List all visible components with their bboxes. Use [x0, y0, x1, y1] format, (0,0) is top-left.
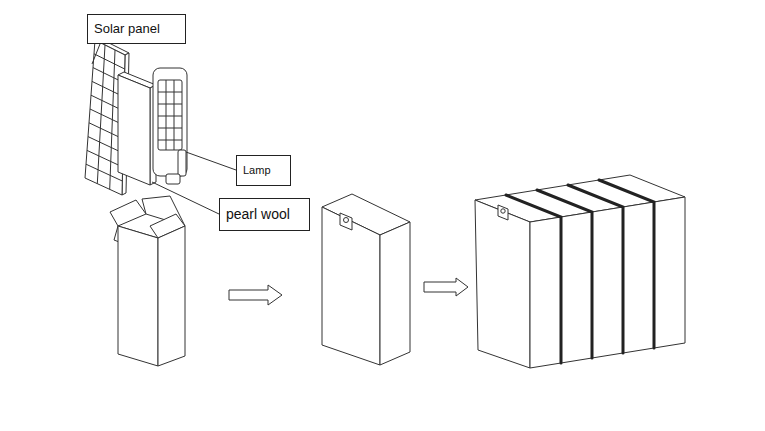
box-stack — [475, 200, 530, 368]
closed-box — [380, 222, 410, 365]
box-label — [340, 213, 352, 230]
open-box — [118, 226, 158, 366]
closed-box — [322, 207, 380, 365]
callout-box: Solar panel — [87, 14, 186, 44]
box-divider — [537, 190, 592, 358]
leader-line — [92, 44, 100, 64]
box-flap — [110, 200, 146, 226]
open-box — [158, 226, 185, 366]
lamp-body — [153, 68, 187, 176]
box-label — [344, 218, 349, 223]
box-label — [498, 205, 508, 220]
lamp-bracket — [166, 174, 180, 184]
box-stack — [530, 197, 685, 368]
lamp-bracket — [178, 150, 186, 176]
leader-line — [186, 152, 236, 170]
callout-label: Lamp — [243, 164, 284, 177]
box-divider — [506, 195, 561, 363]
callout-box: Lamp — [236, 155, 291, 186]
led-panel — [158, 80, 182, 150]
led-grid — [158, 140, 182, 141]
box-label — [501, 209, 505, 213]
callout-box: pearl wool — [219, 198, 310, 231]
box-divider — [568, 185, 623, 353]
process-arrow — [424, 278, 468, 296]
process-arrow — [229, 285, 282, 305]
led-grid — [158, 92, 182, 93]
box-divider — [599, 180, 654, 348]
panel-grid — [86, 164, 122, 181]
panel-grid — [94, 54, 125, 69]
callout-label: pearl wool — [226, 206, 303, 222]
led-grid — [158, 104, 182, 105]
led-grid — [158, 128, 182, 129]
panel-grid — [87, 150, 123, 167]
led-grid — [158, 116, 182, 117]
foam-slab — [118, 75, 150, 185]
callout-label: Solar panel — [94, 22, 179, 37]
